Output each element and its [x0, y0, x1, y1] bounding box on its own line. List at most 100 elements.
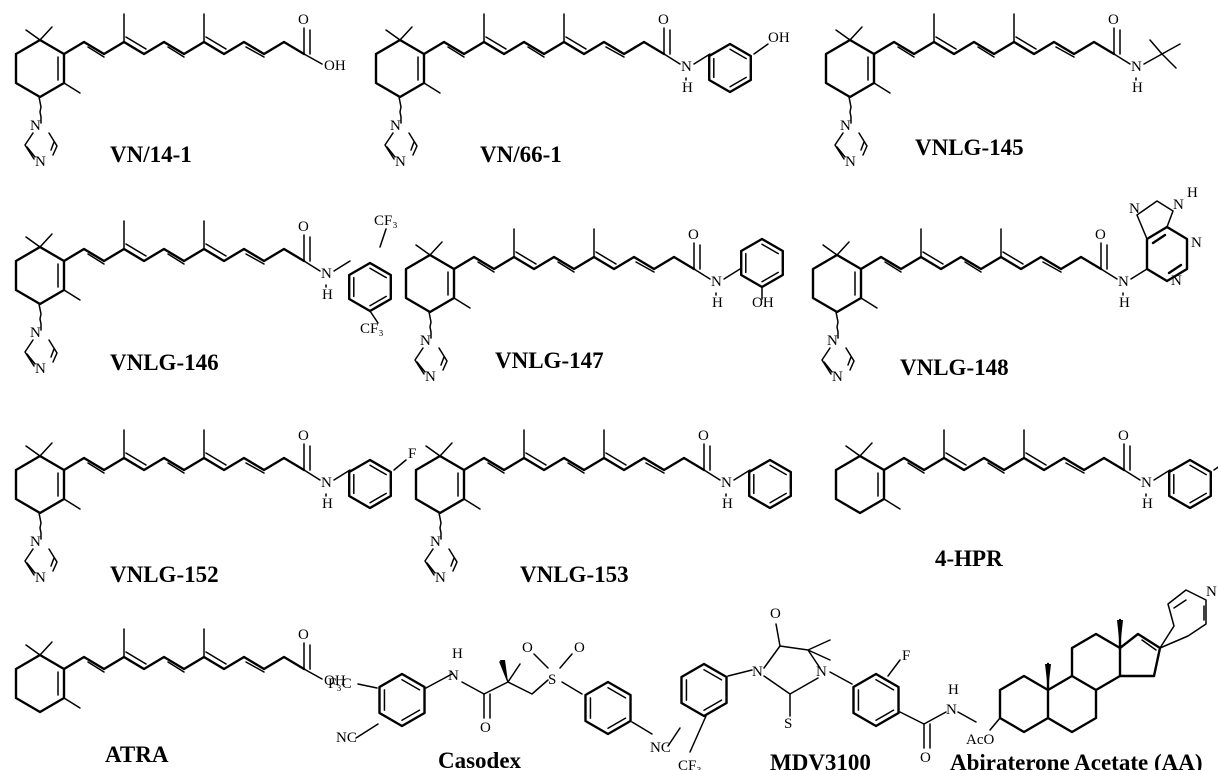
atom-label: H: [722, 496, 733, 512]
bond: [829, 671, 853, 685]
compound-label-vnlg-153: VNLG-153: [520, 562, 629, 587]
bond: [584, 680, 632, 736]
bond: [693, 53, 711, 65]
bond: [369, 267, 387, 279]
compound-label-vnlg-145: VNLG-145: [915, 135, 1024, 160]
bond: [1118, 632, 1162, 678]
atom-label: H: [1132, 80, 1143, 96]
atom-label: O: [698, 428, 709, 444]
bond: [333, 469, 351, 481]
bond: [729, 48, 747, 60]
bond: [1100, 242, 1108, 270]
atom-label: N: [845, 154, 856, 170]
bond: [14, 428, 306, 515]
atom-label: OH: [324, 673, 346, 689]
atom-label: O: [658, 12, 669, 28]
atom-label: N: [946, 702, 957, 718]
atom-label: O: [920, 750, 931, 766]
bond: [357, 683, 378, 689]
atom-label: N: [1118, 274, 1129, 290]
bond: [667, 727, 681, 747]
atom-label: H: [712, 295, 723, 311]
atom-label: O: [298, 12, 309, 28]
atom-label: N: [1206, 584, 1217, 600]
compound-label-vnlg-147: VNLG-147: [495, 348, 604, 373]
bond: [693, 268, 711, 280]
atom-label: O: [298, 627, 309, 643]
atom-label: F: [408, 446, 416, 462]
atom-label: N: [1129, 201, 1140, 217]
bond: [414, 428, 706, 515]
bond: [703, 469, 721, 481]
bond: [663, 53, 681, 65]
compound-label-vn-66-1: VN/66-1: [480, 142, 562, 167]
bond: [811, 227, 1103, 314]
atom-label: N: [1191, 235, 1202, 251]
atom-label: O: [522, 640, 533, 656]
bond: [393, 459, 407, 471]
bond: [303, 234, 311, 262]
bond: [483, 661, 521, 695]
atom-label: N: [1131, 59, 1142, 75]
atom-label: NC: [650, 740, 671, 756]
atom-label: H: [1187, 185, 1198, 201]
bond: [369, 492, 387, 504]
bond: [733, 469, 751, 481]
atom-label: O: [574, 640, 585, 656]
compound-label-vnlg-152: VNLG-152: [110, 562, 219, 587]
bond: [1143, 39, 1181, 69]
bond: [369, 464, 387, 476]
atom-label: F: [902, 648, 910, 664]
bond: [1046, 674, 1098, 734]
bond: [727, 669, 753, 677]
atom-label: N: [395, 154, 406, 170]
atom-label: N: [30, 118, 41, 134]
bond: [729, 76, 747, 88]
atom-label: O: [298, 219, 309, 235]
atom-label: H: [948, 682, 959, 698]
bond: [461, 681, 491, 719]
bond: [374, 12, 666, 99]
atom-label: O: [770, 606, 781, 622]
bond: [404, 227, 696, 314]
compound-label-vn-14-1: VN/14-1: [110, 142, 192, 167]
bond: [1159, 589, 1207, 649]
bond: [748, 458, 792, 510]
bond: [887, 659, 901, 677]
atom-label: N: [420, 333, 431, 349]
atom-label: OH: [752, 295, 774, 311]
atom-label: F₃C: [328, 676, 352, 692]
atom-label: S: [548, 672, 556, 688]
atom-label: N: [1171, 273, 1182, 289]
bond: [1113, 53, 1131, 65]
bond: [378, 672, 426, 728]
bond: [1168, 458, 1212, 510]
bond: [680, 662, 728, 718]
atom-label: CF₃: [678, 758, 702, 770]
structure-atra: O OH: [14, 627, 346, 714]
compound-label-casodex: Casodex: [438, 748, 522, 770]
atom-label: OH: [768, 30, 790, 46]
compound-label-vnlg-148: VNLG-148: [900, 355, 1009, 380]
atom-label: N: [840, 118, 851, 134]
bond: [763, 675, 819, 717]
atom-label: H: [322, 287, 333, 303]
bond: [303, 469, 321, 481]
atom-label: N: [321, 475, 332, 491]
atom-label: N: [1141, 475, 1152, 491]
bond: [1053, 721, 1069, 731]
bond: [379, 228, 387, 248]
atom-label: S: [784, 716, 792, 732]
compound-label-mdv3100: MDV3100: [770, 750, 871, 770]
bond: [769, 492, 787, 504]
atom-label: O: [688, 227, 699, 243]
bond: [1189, 492, 1207, 504]
atom-label: H: [322, 496, 333, 512]
bond: [1045, 664, 1051, 690]
bond: [998, 674, 1050, 734]
